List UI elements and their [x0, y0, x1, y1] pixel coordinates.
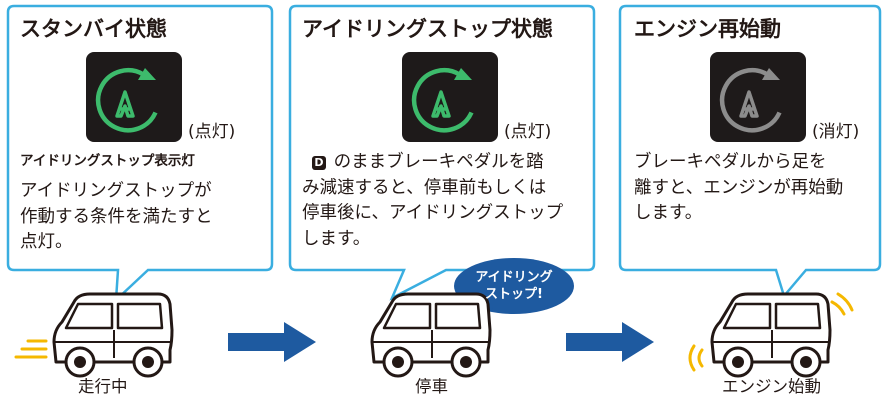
arrow-right-icon — [228, 322, 316, 362]
auto-stop-start-lamp-icon-off — [710, 52, 806, 142]
description-line: 点灯。 — [20, 232, 73, 252]
auto-stop-start-lamp-icon — [86, 52, 182, 142]
lamp-state: (点灯) — [504, 122, 552, 142]
description-line: 作動する条件を満たすと — [20, 206, 213, 227]
description-line: します。 — [302, 228, 371, 249]
panel-idling-stop — [288, 4, 596, 301]
description-line: み減速すると、停車前もしくは — [302, 177, 547, 198]
car-caption: 停車 — [415, 377, 448, 396]
panel-description: D のままブレーキペダルを踏 み減速すると、停車前もしくは 停車後に、アイドリン… — [302, 150, 563, 252]
panel-title: アイドリングストップ状態 — [302, 17, 553, 41]
lamp-state: (消灯) — [812, 122, 860, 142]
panel-description: アイドリングストップが 作動する条件を満たすと 点灯。 — [20, 179, 213, 256]
description-line: 停車後に、アイドリングストップ — [302, 203, 564, 223]
description-line: アイドリングストップが — [20, 181, 212, 201]
description-line: します。 — [634, 203, 703, 223]
panel-title: スタンバイ状態 — [20, 17, 167, 41]
car-caption: エンジン始動 — [722, 377, 821, 396]
bubble-line: アイドリング — [475, 270, 553, 285]
panel-description: ブレーキペダルから足を 離すと、エンジンが再始動 します。 — [634, 150, 843, 227]
arrow-right-icon — [566, 322, 654, 362]
motion-lines — [14, 339, 48, 359]
car-driving-icon — [52, 292, 174, 378]
car-engine-start-icon — [710, 292, 832, 378]
vibration-lines — [688, 292, 854, 372]
bubble-line: ストップ! — [485, 287, 543, 302]
description-line: D のままブレーキペダルを踏 — [302, 150, 563, 176]
description-line: 離すと、エンジンが再始動 — [634, 177, 844, 198]
bubble-text: アイドリング ストップ! — [464, 269, 564, 303]
gear-d-icon: D — [312, 156, 326, 170]
car-caption: 走行中 — [78, 377, 128, 396]
description-line-text: のままブレーキペダルを踏 — [333, 152, 544, 172]
panel-engine-restart — [618, 4, 882, 299]
panel-title: エンジン再始動 — [634, 17, 781, 41]
auto-stop-start-lamp-icon — [402, 52, 498, 142]
lamp-state: (点灯) — [188, 122, 236, 142]
description-line: ブレーキペダルから足を — [634, 152, 827, 172]
lamp-label: アイドリングストップ表示灯 — [20, 153, 195, 169]
panel-standby — [6, 4, 274, 304]
car-stopped-icon — [370, 292, 492, 378]
